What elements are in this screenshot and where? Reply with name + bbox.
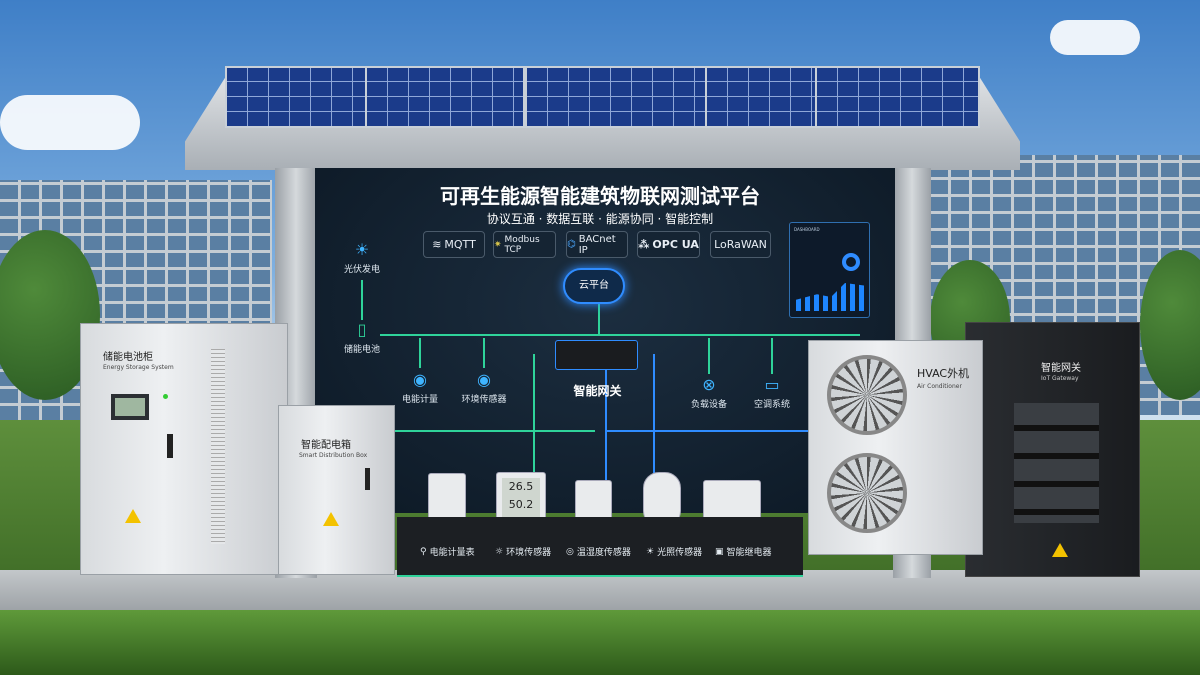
storage-subtitle: Energy Storage System [103,364,174,371]
office-building-left [0,180,272,420]
warning-icon [323,512,339,526]
cloud-link [598,302,600,334]
board-title: 可再生能源智能建筑物联网测试平台 [440,184,760,208]
opc-ua-icon: ⁂ [638,238,650,251]
mqtt-wifi-icon: ≋ [432,238,442,251]
protocol-badge-mqtt: ≋MQTT [423,231,485,258]
sensor-link [605,365,607,515]
sensor-label: ⚲电能计量表 [420,546,475,559]
load-link [708,338,710,374]
cloud [0,95,140,150]
ac-link [771,338,773,374]
hvac-link [605,430,810,432]
protocol-badge-lorawan: LoRaWAN [710,231,771,258]
door-handle [365,468,370,490]
status-led [163,394,168,399]
warning-icon [125,509,141,523]
env-link [483,338,485,368]
gateway-title: 智能网关 [1041,363,1081,374]
warning-icon [1052,543,1068,557]
environment-sensor-device: 26.5 50.2 [496,472,546,524]
gateway-subtitle: IoT Gateway [1041,375,1079,382]
node-battery: ▯储能电池 [327,320,397,355]
bus-line [380,334,860,336]
storage-title: 储能电池柜 [103,352,153,363]
tree [1140,250,1200,400]
smart-distribution-box: 智能配电箱 Smart Distribution Box [278,405,395,575]
smart-relay-device [703,480,761,522]
sensor-label: ◎温湿度传感器 [566,546,631,559]
bar-chart [796,283,866,311]
load-device-icon: ⊗ [702,375,716,394]
meter-icon: ◉ [413,370,427,389]
rack-equipment [1014,403,1099,523]
modbus-icon: ✷ [494,239,502,250]
humidity-reading: 50.2 [508,498,534,511]
door-handle [167,434,173,458]
distribution-subtitle: Smart Distribution Box [299,452,368,459]
node-load: ⊗负载设备 [674,375,744,410]
node-cloud: 云平台 [563,268,625,304]
solar-panel-icon: ☀ [354,240,370,259]
vent-grille [211,349,225,544]
pv-link [361,280,363,320]
hvac-outdoor-unit: HVAC外机 Air Conditioner [808,340,983,555]
fan-icon [827,453,907,533]
temperature-reading: 26.5 [508,480,534,493]
meter-link [419,338,421,368]
iot-gateway-cabinet: 智能网关 IoT Gateway [965,322,1140,577]
sensor-icon: ◉ [477,370,491,389]
gw-left-drop [533,354,535,514]
protocol-badge-opcua: ⁂OPC UA [637,231,700,258]
gw-right-drop [653,354,655,514]
node-gateway: 智能网关 [573,384,622,398]
gateway-router [555,340,638,370]
distribution-link [395,430,595,432]
battery-icon: ▯ [357,320,367,339]
sensor-platform [397,517,803,577]
storage-lcd [111,394,149,420]
node-meter: ◉电能计量 [385,370,455,405]
fan-icon [827,355,907,435]
sensor-icon: ☼ [495,546,504,557]
solar-panel [365,66,525,128]
node-env: ◉环境传感器 [449,370,519,405]
board-subtitle: 协议互通 · 数据互联 · 能源协同 · 智能控制 [486,212,714,226]
hvac-subtitle: Air Conditioner [917,383,962,390]
cloud [1050,20,1140,55]
node-pv: ☀光伏发电 [327,240,397,275]
hvac-title: HVAC外机 [917,367,970,380]
meter-icon: ⚲ [420,546,427,557]
light-icon: ☀ [646,546,655,557]
energy-meter-device [428,473,466,523]
node-ac: ▭空调系统 [737,375,807,410]
bacnet-icon: ⌬ [567,239,576,250]
distribution-title: 智能配电箱 [301,440,351,451]
solar-panel [525,66,715,128]
protocol-badge-modbus: ✷Modbus TCP [493,231,556,258]
relay-icon: ▣ [715,546,724,557]
lawn-foreground [0,610,1200,675]
donut-chart [842,253,860,271]
thermometer-icon: ◎ [566,546,574,557]
protocol-badge-bacnet: ⌬BACnet IP [566,231,628,258]
sensor-label: ▣智能继电器 [715,546,772,559]
temp-humidity-sensor-device [575,480,612,520]
sensor-label: ☼环境传感器 [495,546,552,559]
dashboard-screen: DASHBOARD [789,222,870,318]
air-conditioner-icon: ▭ [764,375,780,394]
sensor-lcd: 26.5 50.2 [502,478,540,518]
dashboard-title: DASHBOARD [794,227,820,232]
energy-storage-cabinet: 储能电池柜 Energy Storage System [80,323,288,575]
sensor-label: ☀光照传感器 [646,546,703,559]
solar-panel [815,66,980,128]
